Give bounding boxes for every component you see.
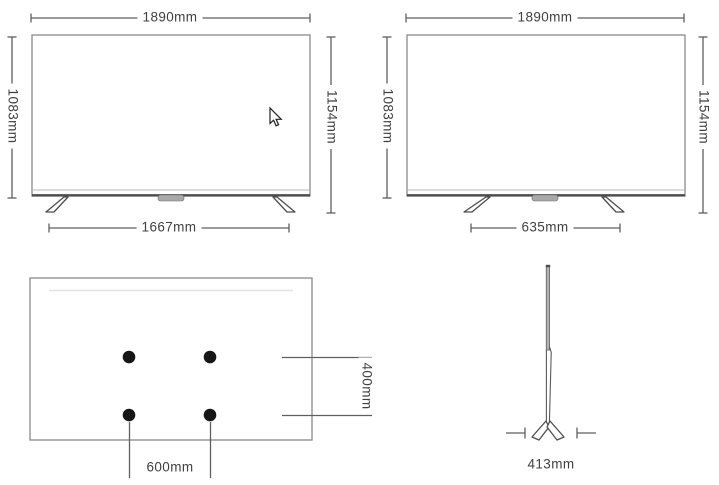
dim-label-screen-height-right: 1083mm [379,83,395,149]
dim-label-screen-height-left: 1083mm [4,83,20,149]
side-foot-back-leg [546,420,565,441]
tv-back-panel [29,277,313,441]
vesa-hole-top-left [122,350,136,364]
tv-foot-left-right [272,196,296,213]
front-view-right [382,13,708,233]
dim-label-stand-span-left: 1667mm [136,220,202,236]
dim-vesa-vertical [282,356,372,417]
dim-label-depth: 413mm [522,457,580,473]
tv-side-profile-lower [545,346,552,424]
dim-label-stand-span-right: 635mm [516,220,574,236]
dim-label-total-height-right: 1154mm [695,85,711,149]
tv-foot-right-right [601,196,625,213]
side-foot-front-leg [531,420,550,441]
dim-depth [506,427,596,439]
tv-front-panel-right [406,34,686,197]
front-view-left [7,13,336,233]
tv-foot-left-left [45,196,69,213]
dim-vesa-horizontal [128,422,212,478]
tv-logo-badge-left [157,194,185,202]
tv-side-profile-upper [545,265,550,351]
dim-label-vesa-vertical: 400mm [358,357,374,415]
dim-label-width-left: 1890mm [137,10,203,26]
back-view [29,277,372,478]
side-view [506,264,596,441]
tv-logo-badge-right [531,194,559,202]
dim-label-total-height-left: 1154mm [323,85,339,149]
vesa-hole-top-right [203,350,217,364]
vesa-hole-bottom-left [122,408,136,422]
tv-foot-right-left [463,196,491,213]
arrow-cursor-icon [269,106,283,127]
tv-front-panel-left [31,34,311,197]
dim-label-vesa-horizontal: 600mm [141,460,199,476]
vesa-hole-bottom-right [203,408,217,422]
dim-label-width-right: 1890mm [512,10,578,26]
